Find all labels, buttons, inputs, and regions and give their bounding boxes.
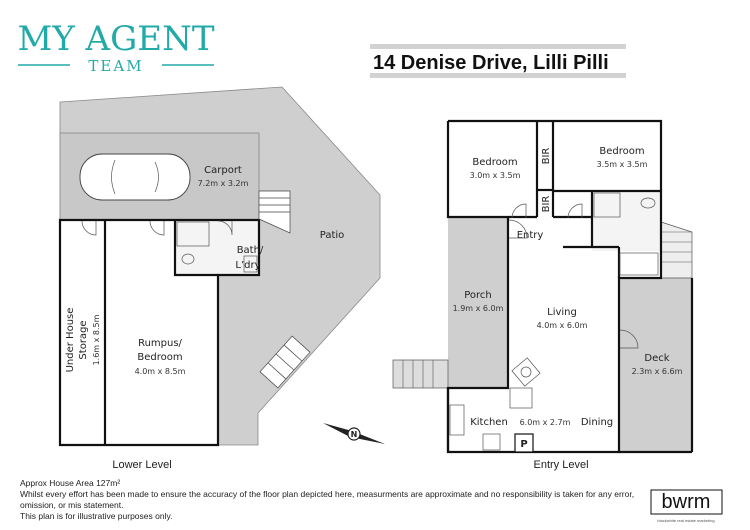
room-label-entry: Entry (517, 230, 544, 241)
room-label-patio: Patio (320, 230, 345, 241)
room-label-carport: Carport (204, 165, 242, 176)
room-label-living: Living (547, 307, 577, 318)
stairs (259, 335, 311, 389)
room-label-storage-2: Storage (78, 320, 89, 359)
room-dims-bedroom-2: 3.5m x 3.5m (597, 160, 648, 169)
room-dims-kitchen: 6.0m x 2.7m (520, 418, 571, 427)
compass-label: N (351, 430, 358, 439)
stairs (258, 190, 291, 234)
room-dims-storage: 1.6m x 8.5m (92, 314, 101, 365)
room-label-storage: Under House (65, 308, 76, 373)
house-area: Approx House Area 127m² (20, 478, 121, 488)
room-label-deck: Deck (644, 353, 669, 364)
stairs (392, 359, 449, 389)
deck-area (619, 278, 692, 452)
footer: Approx House Area 127m² Whilst every eff… (20, 478, 635, 522)
logo-text-main: MY AGENT (17, 19, 214, 59)
brand-tagline: blackwhite real estate marketing (657, 518, 714, 523)
brand-name: bwrm (662, 491, 711, 513)
page-title: 14 Denise Drive, Lilli Pilli (373, 52, 609, 74)
room-dims-living: 4.0m x 6.0m (537, 321, 588, 330)
room-label-laundry: L’dry (235, 260, 260, 271)
stairs (660, 221, 693, 279)
agency-logo: MY AGENT TEAM (17, 19, 214, 75)
bath-area (175, 220, 259, 275)
room-label-rumpus: Rumpus/ (138, 338, 182, 349)
porch-area (448, 218, 508, 388)
room-label-porch: Porch (464, 290, 492, 301)
room-label-bedroom: Bedroom (137, 352, 182, 363)
room-label-bedroom-2: Bedroom (599, 146, 644, 157)
car-icon (79, 153, 191, 201)
room-dims-rumpus: 4.0m x 8.5m (135, 367, 186, 376)
room-dims-porch: 1.9m x 6.0m (453, 304, 504, 313)
room-label-dining: Dining (581, 417, 613, 428)
room-label-bedroom-1: Bedroom (472, 157, 517, 168)
compass-icon: N (323, 423, 385, 444)
disclaimer: Whilst every effort has been made to ens… (20, 489, 635, 510)
room-label-bir-2: BIR (541, 196, 552, 213)
room-dims-deck: 2.3m x 6.6m (632, 367, 683, 376)
entry-level-plan: Bedroom 3.0m x 3.5m Bedroom 3.5m x 3.5m … (392, 119, 694, 454)
level-label-lower: Lower Level (112, 459, 171, 471)
room-label-pantry: P (520, 439, 527, 450)
room-dims-carport: 7.2m x 3.2m (198, 179, 249, 188)
lower-level-plan: Carport 7.2m x 3.2m Patio Bath/ L’dry Ru… (58, 86, 385, 447)
bwrm-logo: bwrm blackwhite real estate marketing (650, 489, 723, 523)
level-label-entry: Entry Level (533, 459, 588, 471)
room-label-kitchen: Kitchen (470, 417, 508, 428)
room-label-bir-1: BIR (541, 148, 552, 165)
room-label-bath: Bath/ (237, 245, 264, 256)
room-dims-bedroom-1: 3.0m x 3.5m (470, 171, 521, 180)
illustrative-note: This plan is for illustrative purposes o… (20, 511, 173, 521)
logo-text-sub: TEAM (88, 57, 143, 75)
